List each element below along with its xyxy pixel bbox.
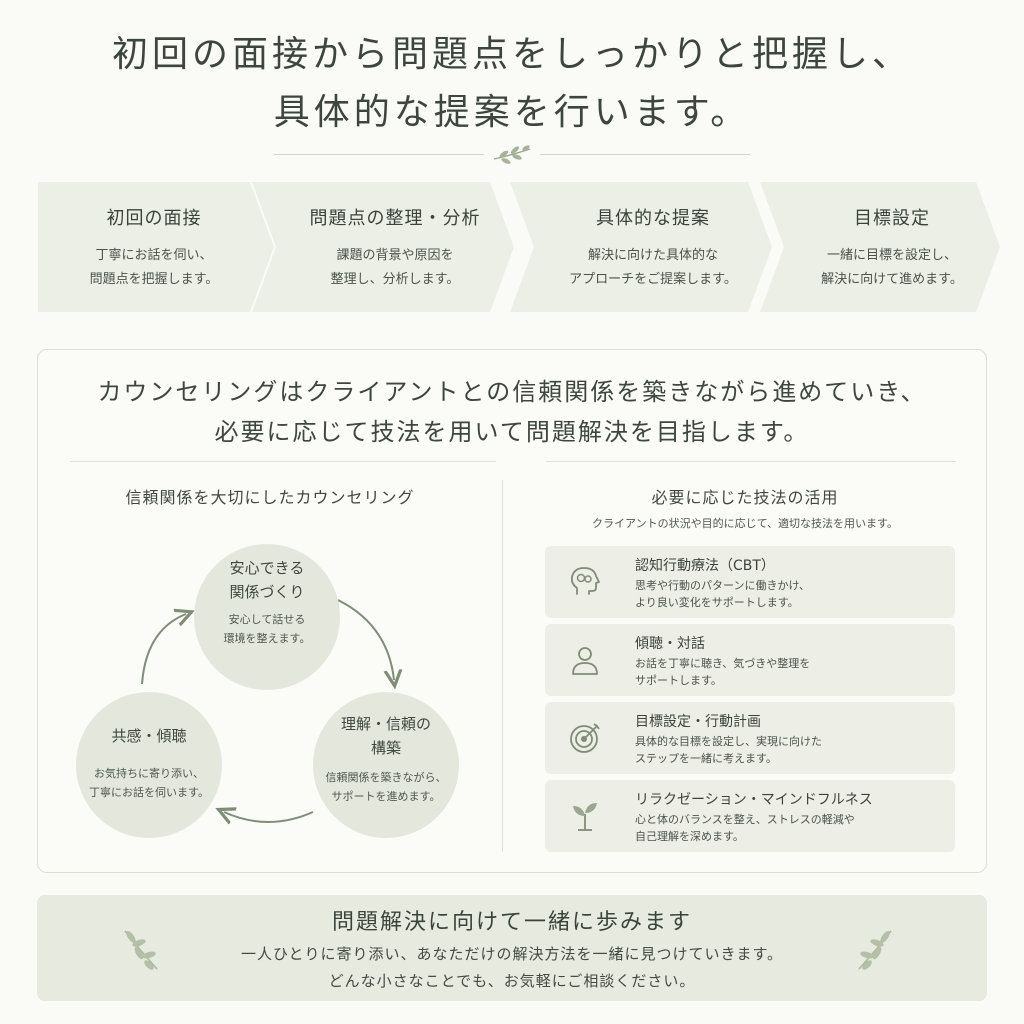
trust-cycle: 信頼関係を大切にしたカウンセリング 安心できる関係づくり 安心して話せる環境を整…: [38, 350, 502, 874]
left-column-title: 信頼関係を大切にしたカウンセリング: [125, 488, 415, 507]
step-2: 問題点の整理・分析 課題の背景や原因を整理し、分析します。: [252, 182, 514, 312]
circle-understanding-trust: 理解・信頼の構築 信頼関係を築きながら、サポートを進めます。: [313, 692, 459, 838]
headline-divider: [274, 145, 750, 164]
panel-heading: カウンセリングはクライアントとの信頼関係を築きながら進めていき、 必要に応じて技…: [97, 378, 927, 446]
step-desc: 丁寧にお話を伺い、問題点を把握します。: [89, 248, 219, 287]
headline-line-2: 具体的な提案を行います。: [273, 92, 751, 133]
step-3: 具体的な提案 解決に向けた具体的なアプローチをご提案します。: [510, 182, 772, 312]
technique-desc: 具体的な目標を設定し、実現に向けたステップを一緒に考えます。: [635, 735, 822, 765]
footer-banner: 問題解決に向けて一緒に歩みます 一人ひとりに寄り添い、あなただけの解決方法を一緒…: [37, 895, 987, 1001]
right-column-subtitle: クライアントの状況や目的に応じて、適切な技法を用います。: [592, 517, 898, 530]
technique-goal-setting: 目標設定・行動計画 具体的な目標を設定し、実現に向けたステップを一緒に考えます。: [545, 702, 955, 774]
leaf-sprig-icon: [124, 930, 158, 970]
circle-empathy-listening: 共感・傾聴 お気持ちに寄り添い、丁寧にお話を伺います。: [76, 692, 222, 838]
arrow-top-right: [337, 599, 394, 680]
technique-title: 傾聴・対話: [635, 636, 705, 652]
step-desc: 課題の背景や原因を整理し、分析します。: [330, 248, 460, 287]
technique-desc: 心と体のバランスを整え、ストレスの軽減や自己理解を深めます。: [635, 813, 855, 843]
footer-title: 問題解決に向けて一緒に歩みます: [331, 910, 692, 935]
circle-safe-relationship: 安心できる関係づくり 安心して話せる環境を整えます。: [194, 544, 340, 690]
sprout-icon: [573, 803, 597, 831]
leaf-sprig-icon: [858, 930, 892, 970]
technique-cbt: 認知行動療法（CBT） 思考や行動のパターンに働きかけ、より良い変化をサポートし…: [545, 546, 955, 618]
target-icon: [570, 723, 600, 753]
technique-relaxation: リラクゼーション・マインドフルネス 心と体のバランスを整え、ストレスの軽減や自己…: [545, 780, 955, 852]
headline-line-1: 初回の面接から問題点をしっかりと把握し、: [111, 34, 912, 75]
step-title: 初回の面接: [106, 208, 202, 229]
process-steps: 初回の面接 丁寧にお話を伺い、問題点を把握します。 問題点の整理・分析 課題の背…: [38, 182, 1000, 312]
cycle-arrows: [141, 599, 502, 874]
person-icon: [572, 647, 598, 675]
technique-title: 目標設定・行動計画: [635, 714, 761, 730]
leaf-sprig-icon: [493, 145, 531, 164]
step-1: 初回の面接 丁寧にお話を伺い、問題点を把握します。: [38, 182, 274, 312]
step-4: 目標設定 一緒に目標を設定し、解決に向けて進めます。: [760, 182, 1000, 312]
column-divider: [502, 480, 503, 852]
step-title: 問題点の整理・分析: [309, 208, 481, 229]
arrow-left: [141, 614, 186, 685]
step-desc: 一緒に目標を設定し、解決に向けて進めます。: [821, 248, 963, 287]
technique-listening: 傾聴・対話 お話を丁寧に聴き、気づきや整理をサポートします。: [545, 624, 955, 696]
technique-title: 認知行動療法（CBT）: [635, 558, 775, 574]
arrow-bottom: [224, 812, 314, 822]
technique-title: リラクゼーション・マインドフルネス: [635, 792, 873, 808]
technique-desc: 思考や行動のパターンに働きかけ、より良い変化をサポートします。: [635, 579, 810, 609]
page-headline: 初回の面接から問題点をしっかりと把握し、 具体的な提案を行います。: [0, 26, 1024, 142]
head-gears-icon: [570, 567, 600, 595]
counseling-panel: カウンセリングはクライアントとの信頼関係を築きながら進めていき、 必要に応じて技…: [37, 349, 987, 873]
technique-desc: お話を丁寧に聴き、気づきや整理をサポートします。: [635, 657, 811, 687]
step-title: 具体的な提案: [596, 208, 710, 229]
right-column-title: 必要に応じた技法の活用: [651, 488, 839, 507]
footer-desc: 一人ひとりに寄り添い、あなただけの解決方法を一緒に見つけていきます。 どんな小さ…: [240, 945, 784, 990]
step-title: 目標設定: [854, 208, 930, 229]
step-desc: 解決に向けた具体的なアプローチをご提案します。: [569, 248, 737, 287]
